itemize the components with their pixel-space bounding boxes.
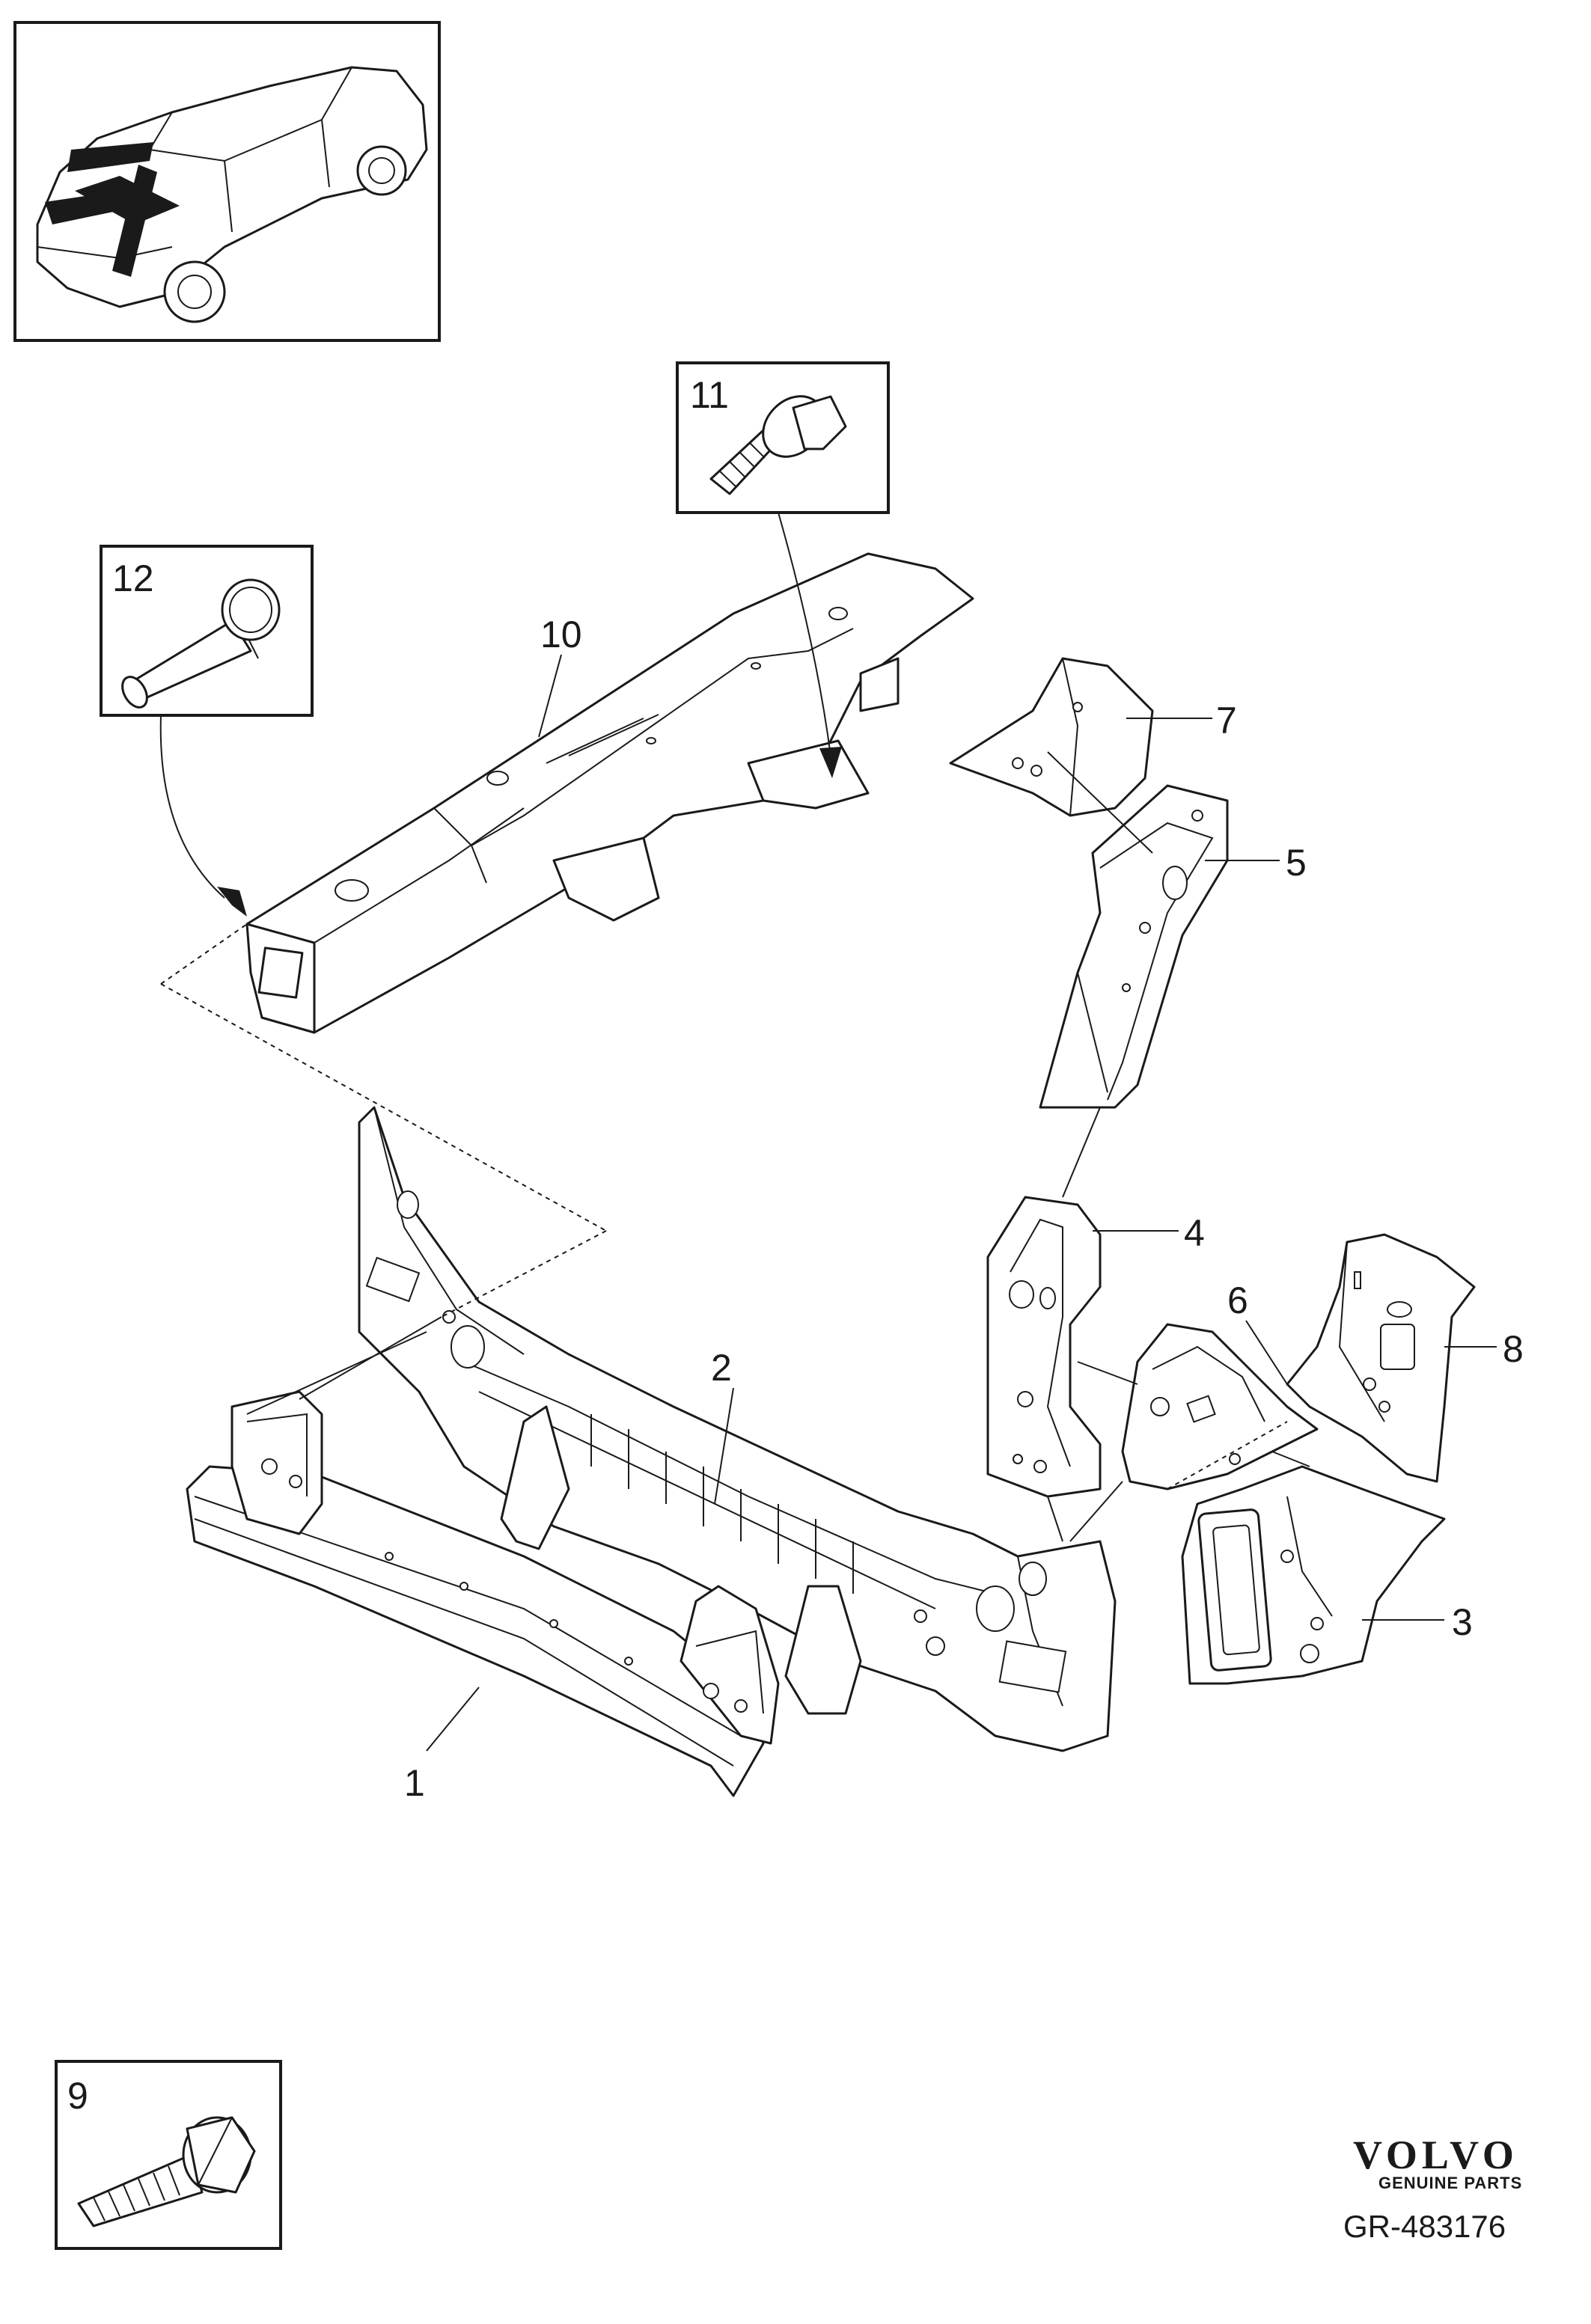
part-9-box: 9 bbox=[55, 2060, 282, 2250]
part-8-panel bbox=[1286, 1233, 1476, 1483]
part-11-box: 11 bbox=[676, 361, 890, 514]
callout-2: 2 bbox=[711, 1347, 732, 1389]
diagram-reference: GR-483176 bbox=[1343, 2209, 1506, 2244]
part-5-pillar bbox=[1039, 784, 1229, 1109]
callout-5: 5 bbox=[1286, 842, 1307, 884]
part-10-frame-rail bbox=[245, 552, 974, 1034]
part-12-box: 12 bbox=[100, 545, 314, 717]
fastener-arrows bbox=[159, 512, 842, 917]
callout-12: 12 bbox=[112, 557, 154, 599]
part-7-bracket bbox=[949, 657, 1154, 817]
callout-11: 11 bbox=[690, 374, 729, 416]
callout-9: 9 bbox=[67, 2075, 88, 2117]
flange-bolt-icon bbox=[77, 2116, 256, 2227]
part-3-panel bbox=[1181, 1465, 1446, 1685]
part-4-panel bbox=[986, 1196, 1102, 1498]
assembly-guide-lines bbox=[160, 751, 1310, 1542]
callout-8: 8 bbox=[1503, 1328, 1524, 1370]
callout-labels: 1 2 3 4 5 6 7 8 10 bbox=[404, 614, 1524, 1804]
callout-4: 4 bbox=[1184, 1212, 1205, 1254]
part-6-panel bbox=[1121, 1323, 1319, 1490]
brand-block: VOLVO GENUINE PARTS GR-483176 bbox=[1343, 2132, 1522, 2244]
callout-3: 3 bbox=[1452, 1601, 1473, 1643]
callout-leaders bbox=[426, 654, 1497, 1752]
flange-bolt-icon bbox=[709, 395, 847, 495]
callout-1: 1 bbox=[404, 1762, 425, 1804]
callout-6: 6 bbox=[1227, 1279, 1248, 1321]
vehicle-location-icon bbox=[36, 66, 428, 323]
part-1-bumper-beam bbox=[186, 1390, 780, 1797]
volvo-logo: VOLVO bbox=[1353, 2132, 1518, 2177]
part-2-rear-panel bbox=[358, 1106, 1117, 1752]
vehicle-locator-thumbnail bbox=[13, 21, 441, 342]
callout-7: 7 bbox=[1216, 700, 1237, 741]
threaded-stud-icon bbox=[121, 578, 281, 709]
genuine-parts-tagline: GENUINE PARTS bbox=[1378, 2174, 1522, 2192]
callout-10: 10 bbox=[540, 614, 582, 655]
